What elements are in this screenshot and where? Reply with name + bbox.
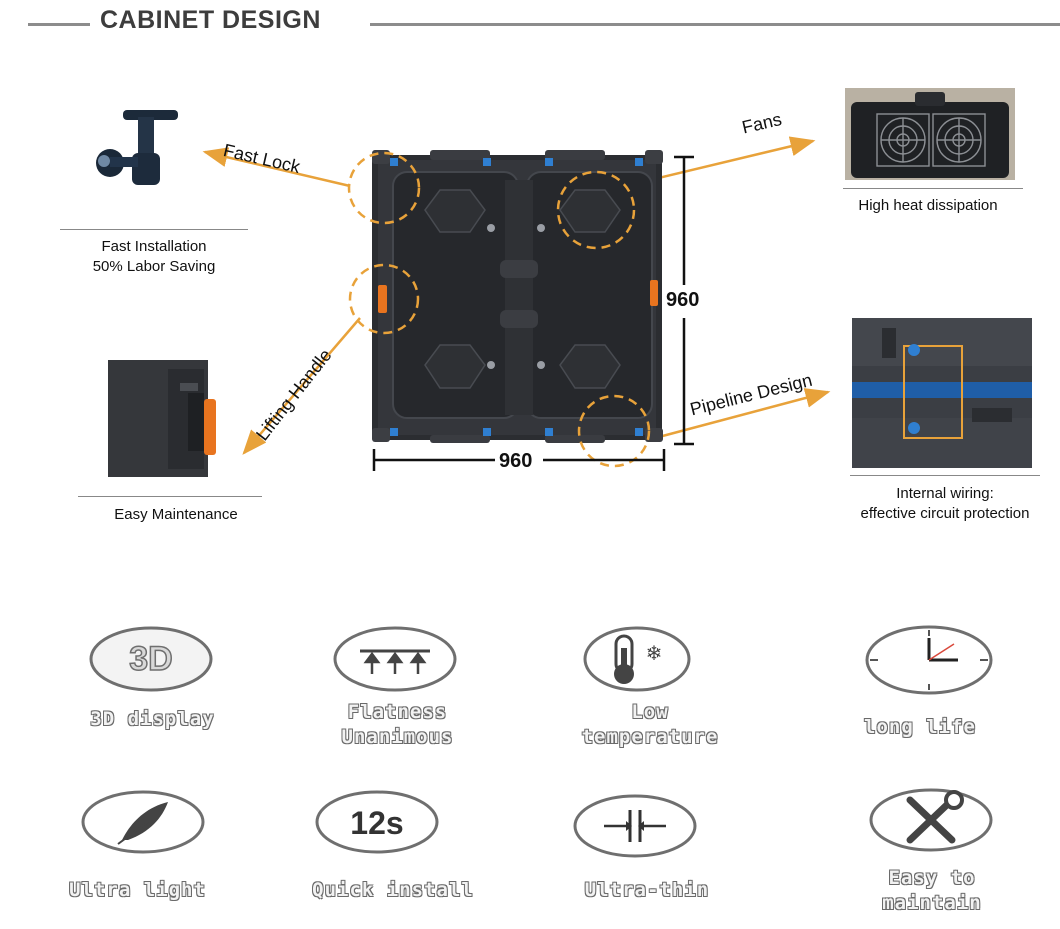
maintenance-caption-rule bbox=[78, 496, 262, 497]
feature-low-temperature-line1: Low bbox=[631, 701, 669, 723]
clock-icon bbox=[865, 625, 993, 695]
feature-easy-maintain-line1: Easy to bbox=[888, 867, 976, 889]
pipeline-highlight bbox=[577, 394, 651, 468]
timer-icon: 12s bbox=[315, 790, 439, 854]
header-rule-left bbox=[28, 23, 90, 26]
lifting-handle-arrow bbox=[242, 317, 361, 455]
feature-ultra-thin: Ultra-thin bbox=[540, 878, 754, 903]
feature-3d-display-line1: 3D display bbox=[90, 708, 215, 730]
feature-quick-install: Quick install bbox=[262, 878, 524, 903]
feature-low-temperature-line2: temperature bbox=[581, 726, 719, 748]
fast-lock-caption-line1: Fast Installation bbox=[101, 238, 207, 255]
feather-icon bbox=[81, 790, 205, 854]
feature-ultra-light-line1: Ultra light bbox=[69, 879, 206, 901]
wiring-caption-rule bbox=[850, 475, 1040, 476]
fast-lock-caption: Fast Installation 50% Labor Saving bbox=[60, 237, 248, 277]
fast-lock-arrow bbox=[202, 147, 351, 188]
maintenance-caption: Easy Maintenance bbox=[114, 506, 238, 523]
fans-caption: High heat dissipation bbox=[858, 197, 998, 214]
wiring-image bbox=[852, 318, 1032, 468]
feature-low-temperature: Low temperature bbox=[530, 700, 770, 750]
cabinet-diagram bbox=[202, 136, 831, 471]
3d-icon-text: 3D bbox=[129, 640, 172, 678]
width-dimension: 960 bbox=[499, 450, 533, 472]
feature-ultra-light: Ultra light bbox=[25, 878, 250, 903]
flatness-icon bbox=[333, 626, 457, 692]
page-title: CABINET DESIGN bbox=[100, 6, 321, 34]
fans-image bbox=[845, 88, 1015, 180]
thin-icon bbox=[573, 794, 697, 858]
header-rule-right bbox=[370, 23, 1060, 26]
timer-icon-text: 12s bbox=[350, 805, 403, 841]
fast-lock-highlight bbox=[347, 151, 421, 225]
feature-flatness: Flatness Unanimous bbox=[290, 700, 505, 750]
fan-highlight bbox=[556, 170, 636, 250]
fans-caption-rule bbox=[843, 188, 1023, 189]
feature-flatness-line1: Flatness bbox=[347, 701, 448, 723]
wiring-caption: Internal wiring: effective circuit prote… bbox=[830, 484, 1060, 524]
feature-easy-maintain-line2: maintain bbox=[882, 892, 982, 914]
fast-lock-caption-rule bbox=[60, 229, 248, 230]
maintenance-image bbox=[108, 360, 216, 477]
feature-flatness-line2: Unanimous bbox=[341, 726, 454, 748]
svg-text:❄: ❄ bbox=[646, 643, 663, 665]
wrench-icon bbox=[869, 788, 993, 852]
feature-quick-install-line1: Quick install bbox=[312, 879, 474, 901]
thermometer-icon: ❄ bbox=[583, 626, 691, 692]
feature-long-life-line1: long life bbox=[864, 716, 976, 738]
height-dimension: 960 bbox=[666, 289, 700, 311]
led-cabinet-panel bbox=[372, 150, 663, 443]
3d-icon: 3D bbox=[89, 626, 213, 692]
fast-lock-image bbox=[96, 110, 178, 185]
feature-3d-display: 3D display bbox=[40, 707, 265, 732]
handle-highlight bbox=[348, 263, 420, 335]
wiring-caption-line2: effective circuit protection bbox=[860, 505, 1030, 522]
feature-easy-maintain: Easy to maintain bbox=[830, 866, 1034, 916]
fast-lock-caption-line2: 50% Labor Saving bbox=[92, 258, 216, 275]
feature-long-life: long life bbox=[820, 715, 1020, 740]
wiring-caption-line1: Internal wiring: bbox=[896, 485, 994, 502]
feature-ultra-thin-line1: Ultra-thin bbox=[584, 879, 710, 901]
